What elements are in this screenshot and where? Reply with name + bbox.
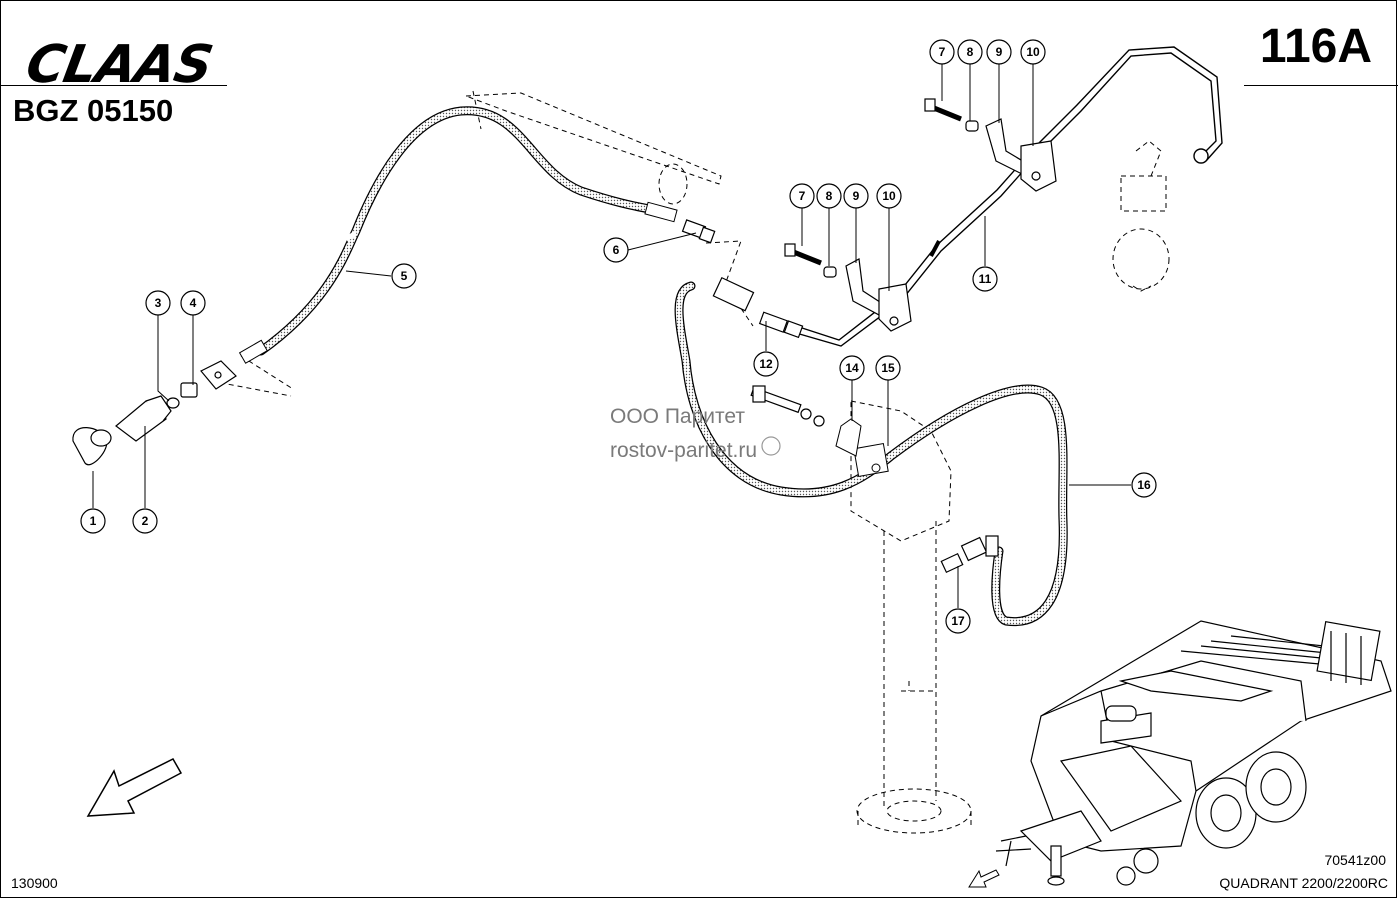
callout-8a: 8: [967, 45, 974, 59]
callout-1: 1: [90, 514, 97, 528]
callout-circle-10b: [876, 183, 902, 209]
callout-circle-1: [80, 508, 106, 534]
callout-circle-3: [145, 290, 171, 316]
callout-circle-5: [391, 263, 417, 289]
clamp-assembly-lower: [784, 243, 912, 332]
callout-17: 17: [951, 614, 965, 628]
clamp-assembly-upper: [924, 98, 1057, 192]
callout-10a: 10: [1026, 45, 1040, 59]
document-id: BGZ 05150: [13, 93, 174, 128]
callout-4: 4: [190, 296, 197, 310]
baler-illustration: [995, 620, 1392, 886]
hose-5: [238, 106, 678, 364]
callout-circle-11: [972, 266, 998, 292]
callout-16: 16: [1137, 478, 1151, 492]
hose-16: [674, 281, 1068, 627]
watermark-company: ООО Паритет: [610, 405, 746, 428]
callout-circle-6: [603, 237, 629, 263]
fitting-17: [940, 535, 999, 574]
header-rule-right: [1244, 85, 1398, 86]
callout-6: 6: [613, 243, 620, 257]
callout-circle-15: [875, 355, 901, 381]
callout-numbers: 1 2 3 4 5 6 7 8 9 10 7 8 9 10 11 12 14 1…: [90, 45, 1151, 628]
model-name: QUADRANT 2200/2200RC: [1219, 875, 1388, 891]
callout-3: 3: [155, 296, 162, 310]
watermark-url: rostov-paritet.ru: [610, 439, 758, 462]
drawing-number: 70541z00: [1324, 852, 1386, 868]
ghost-frame-parts: [210, 90, 1170, 834]
callout-10b: 10: [882, 189, 896, 203]
leader-lines: [92, 64, 1131, 608]
callout-circle-9b: [843, 183, 869, 209]
callout-circle-8b: [816, 183, 842, 209]
callout-11: 11: [979, 272, 992, 286]
callout-9a: 9: [996, 45, 1003, 59]
callout-circle-2: [132, 508, 158, 534]
callout-circle-16: [1131, 472, 1157, 498]
watermark: ООО Паритет rostov-paritet.ru: [610, 400, 757, 468]
callout-circle-4: [180, 290, 206, 316]
date-code: 130900: [11, 875, 58, 891]
parts-1-to-4: [72, 360, 237, 466]
callout-markers: [80, 39, 1157, 634]
callout-circle-17: [945, 608, 971, 634]
callout-circle-10a: [1020, 39, 1046, 65]
callout-7a: 7: [939, 45, 946, 59]
callout-12: 12: [759, 357, 773, 371]
callout-15: 15: [881, 361, 895, 375]
direction-arrow-small: [968, 869, 1000, 888]
callout-circle-12: [753, 351, 779, 377]
callout-circle-9a: [986, 39, 1012, 65]
callout-circle-7b: [789, 183, 815, 209]
header-rule-left: [1, 85, 227, 86]
page-number: 116A: [1259, 20, 1372, 73]
callout-5: 5: [401, 269, 408, 283]
callout-circle-7a: [929, 39, 955, 65]
callout-8b: 8: [826, 189, 833, 203]
callout-9b: 9: [853, 189, 860, 203]
callout-circle-8a: [957, 39, 983, 65]
callout-circle-14: [839, 355, 865, 381]
callout-7b: 7: [799, 189, 806, 203]
callout-2: 2: [142, 514, 149, 528]
callout-14: 14: [845, 361, 859, 375]
direction-arrow-large: [86, 758, 183, 817]
fittings: [681, 219, 825, 456]
